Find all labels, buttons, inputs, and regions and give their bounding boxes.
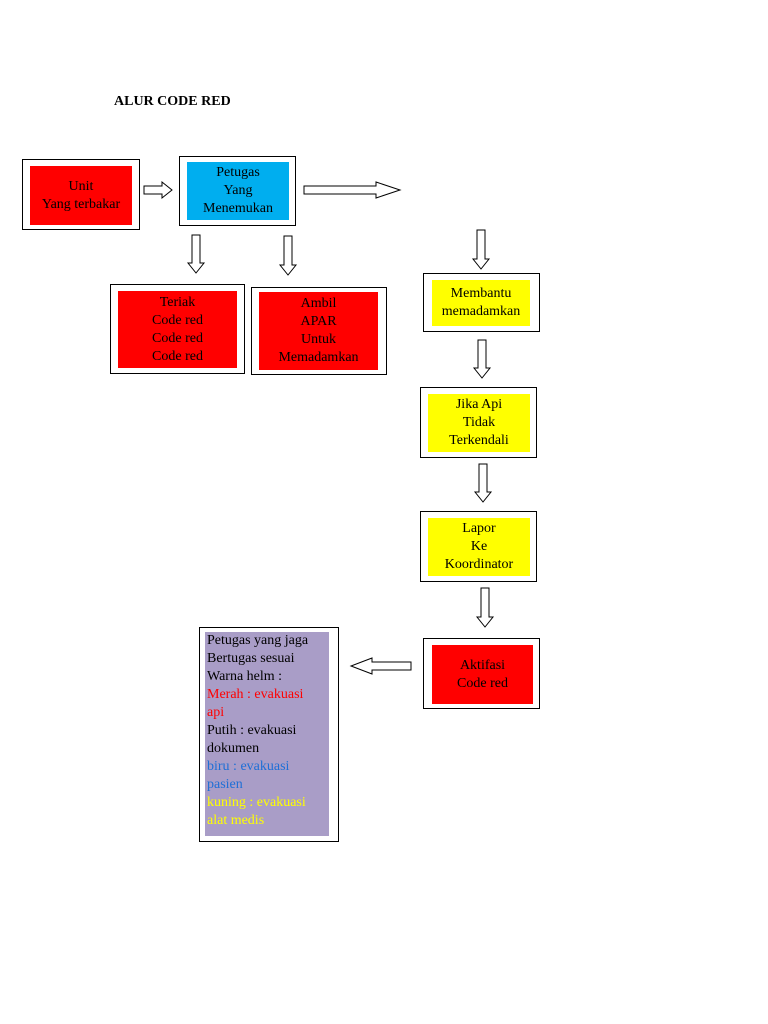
arrow-right-icon (303, 181, 402, 199)
node-unit-terbakar: Unit Yang terbakar (22, 159, 140, 230)
arrow-left-icon (349, 657, 412, 675)
legend-item-merah: api (207, 705, 225, 720)
arrow-down-icon (475, 587, 495, 628)
node-text: Code red (152, 330, 203, 346)
legend-line: Petugas yang jaga (207, 633, 309, 648)
legend-fill: Petugas yang jaga Bertugas sesuai Warna … (205, 632, 329, 836)
node-text: Lapor (462, 521, 496, 536)
legend-item-kuning: kuning : evakuasi (207, 795, 306, 810)
node-text: Unit (68, 178, 94, 194)
legend-item-biru: pasien (207, 777, 243, 792)
node-text: Menemukan (203, 201, 273, 216)
node-text: Aktifasi (459, 657, 506, 673)
node-text: Code red (152, 312, 203, 328)
node-text: Yang (223, 183, 253, 198)
node-teriak-code-red: Teriak Code red Code red Code red (110, 284, 245, 374)
arrow-down-icon (472, 339, 492, 379)
node-text: Code red (152, 348, 203, 364)
node-text: Untuk (301, 332, 336, 347)
arrow-right-icon (143, 180, 173, 200)
legend-line: Bertugas sesuai (207, 651, 295, 666)
node-text: Terkendali (449, 433, 509, 448)
page-title: ALUR CODE RED (114, 94, 231, 109)
arrow-down-icon (278, 235, 298, 276)
legend-item-merah: Merah : evakuasi (207, 687, 304, 702)
node-text: Teriak (159, 294, 196, 310)
node-text: Ambil (300, 296, 337, 311)
node-text: Petugas (216, 165, 260, 180)
node-lapor-koordinator: Lapor Ke Koordinator (420, 511, 537, 582)
arrow-down-icon (186, 234, 206, 274)
arrow-down-icon (473, 463, 493, 503)
legend-item-kuning: alat medis (207, 813, 265, 828)
node-text: Code red (457, 675, 508, 691)
legend-item-biru: biru : evakuasi (207, 759, 290, 774)
node-ambil-apar: Ambil APAR Untuk Memadamkan (251, 287, 387, 375)
legend-item-putih: Putih : evakuasi (207, 723, 297, 738)
node-text: Ke (470, 539, 488, 554)
node-text: Yang terbakar (41, 196, 121, 212)
node-text: Memadamkan (278, 350, 359, 365)
legend-line: Warna helm : (207, 669, 283, 684)
node-text: Koordinator (444, 557, 514, 572)
node-text: Tidak (462, 415, 496, 430)
node-petugas-menemukan: Petugas Yang Menemukan (179, 156, 296, 226)
node-text: APAR (300, 314, 337, 329)
node-aktifasi-code-red: Aktifasi Code red (423, 638, 540, 709)
node-text: Jika Api (455, 397, 503, 412)
node-text: memadamkan (441, 304, 521, 319)
node-membantu-memadamkan: Membantu memadamkan (423, 273, 540, 332)
legend-item-putih: dokumen (207, 741, 260, 756)
helmet-color-legend: Petugas yang jaga Bertugas sesuai Warna … (199, 627, 339, 842)
node-text: Membantu (450, 286, 512, 301)
arrow-down-icon (471, 229, 491, 270)
node-jika-api-tidak-terkendali: Jika Api Tidak Terkendali (420, 387, 537, 458)
